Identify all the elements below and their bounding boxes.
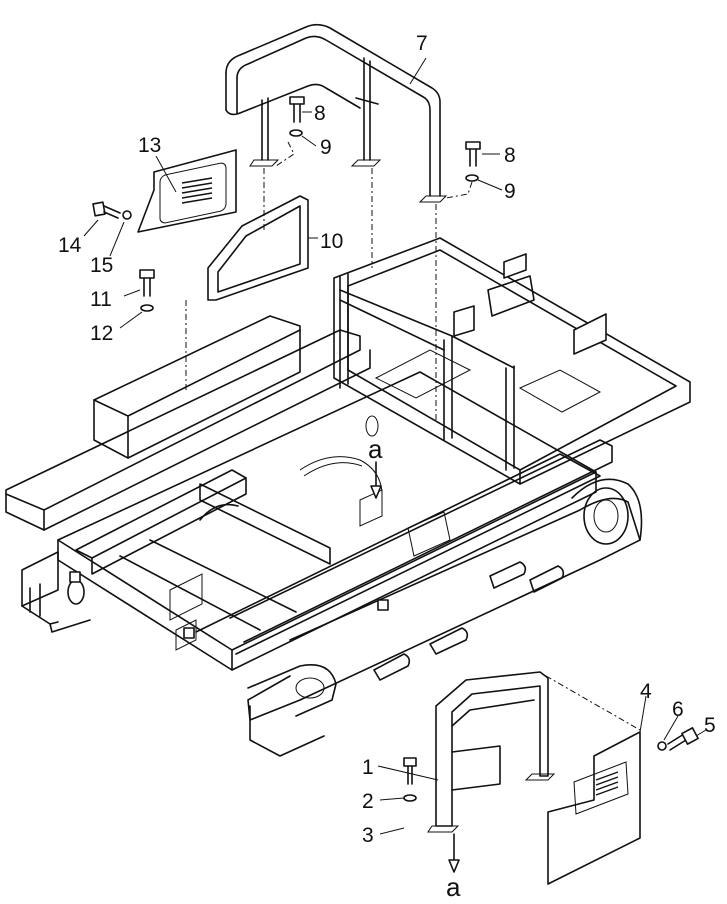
centerline-4	[545, 675, 641, 731]
frame-10	[207, 195, 309, 301]
callout-7: 7	[416, 32, 428, 55]
washer-9-right	[465, 174, 479, 182]
leader-lines	[83, 57, 707, 835]
arrow-head-bottom	[448, 859, 460, 873]
callout-12: 12	[90, 322, 113, 345]
bolt-8-right	[465, 141, 481, 167]
washer-9-left	[289, 129, 303, 137]
centerline-left	[275, 141, 295, 167]
reference-a-bottom: a	[446, 872, 461, 902]
callout-9-right: 9	[504, 180, 516, 203]
reference-a-top: a	[368, 434, 383, 464]
bolt-14	[92, 201, 121, 219]
callout-1: 1	[362, 756, 374, 779]
frame-1	[427, 671, 556, 833]
bolt-11	[139, 269, 155, 297]
callout-14: 14	[58, 234, 82, 257]
callout-11: 11	[90, 288, 112, 311]
cover-plate-4	[547, 731, 641, 885]
callout-10: 10	[320, 230, 343, 253]
bolt-5	[667, 727, 699, 751]
chassis-frame	[5, 237, 691, 757]
callout-4: 4	[640, 680, 652, 703]
washer-12	[140, 304, 154, 312]
callout-15: 15	[90, 254, 113, 277]
cover-plate-13	[137, 149, 237, 233]
bolt-2	[403, 757, 417, 785]
callout-13: 13	[138, 134, 161, 157]
arrow-head-top	[370, 485, 382, 499]
callout-3: 3	[362, 824, 374, 847]
washer-15	[122, 210, 132, 220]
reference-mark	[365, 415, 379, 437]
callout-6: 6	[672, 698, 684, 721]
callout-8-left: 8	[314, 102, 326, 125]
callout-5: 5	[704, 714, 716, 737]
callout-2: 2	[362, 790, 374, 813]
washer-3	[403, 794, 417, 802]
callout-8-right: 8	[504, 144, 516, 167]
handrail-7	[225, 23, 448, 203]
washer-6	[657, 741, 667, 751]
callout-9-left: 9	[320, 136, 332, 159]
centerline-right	[445, 181, 473, 199]
bolt-8-left	[289, 96, 305, 123]
